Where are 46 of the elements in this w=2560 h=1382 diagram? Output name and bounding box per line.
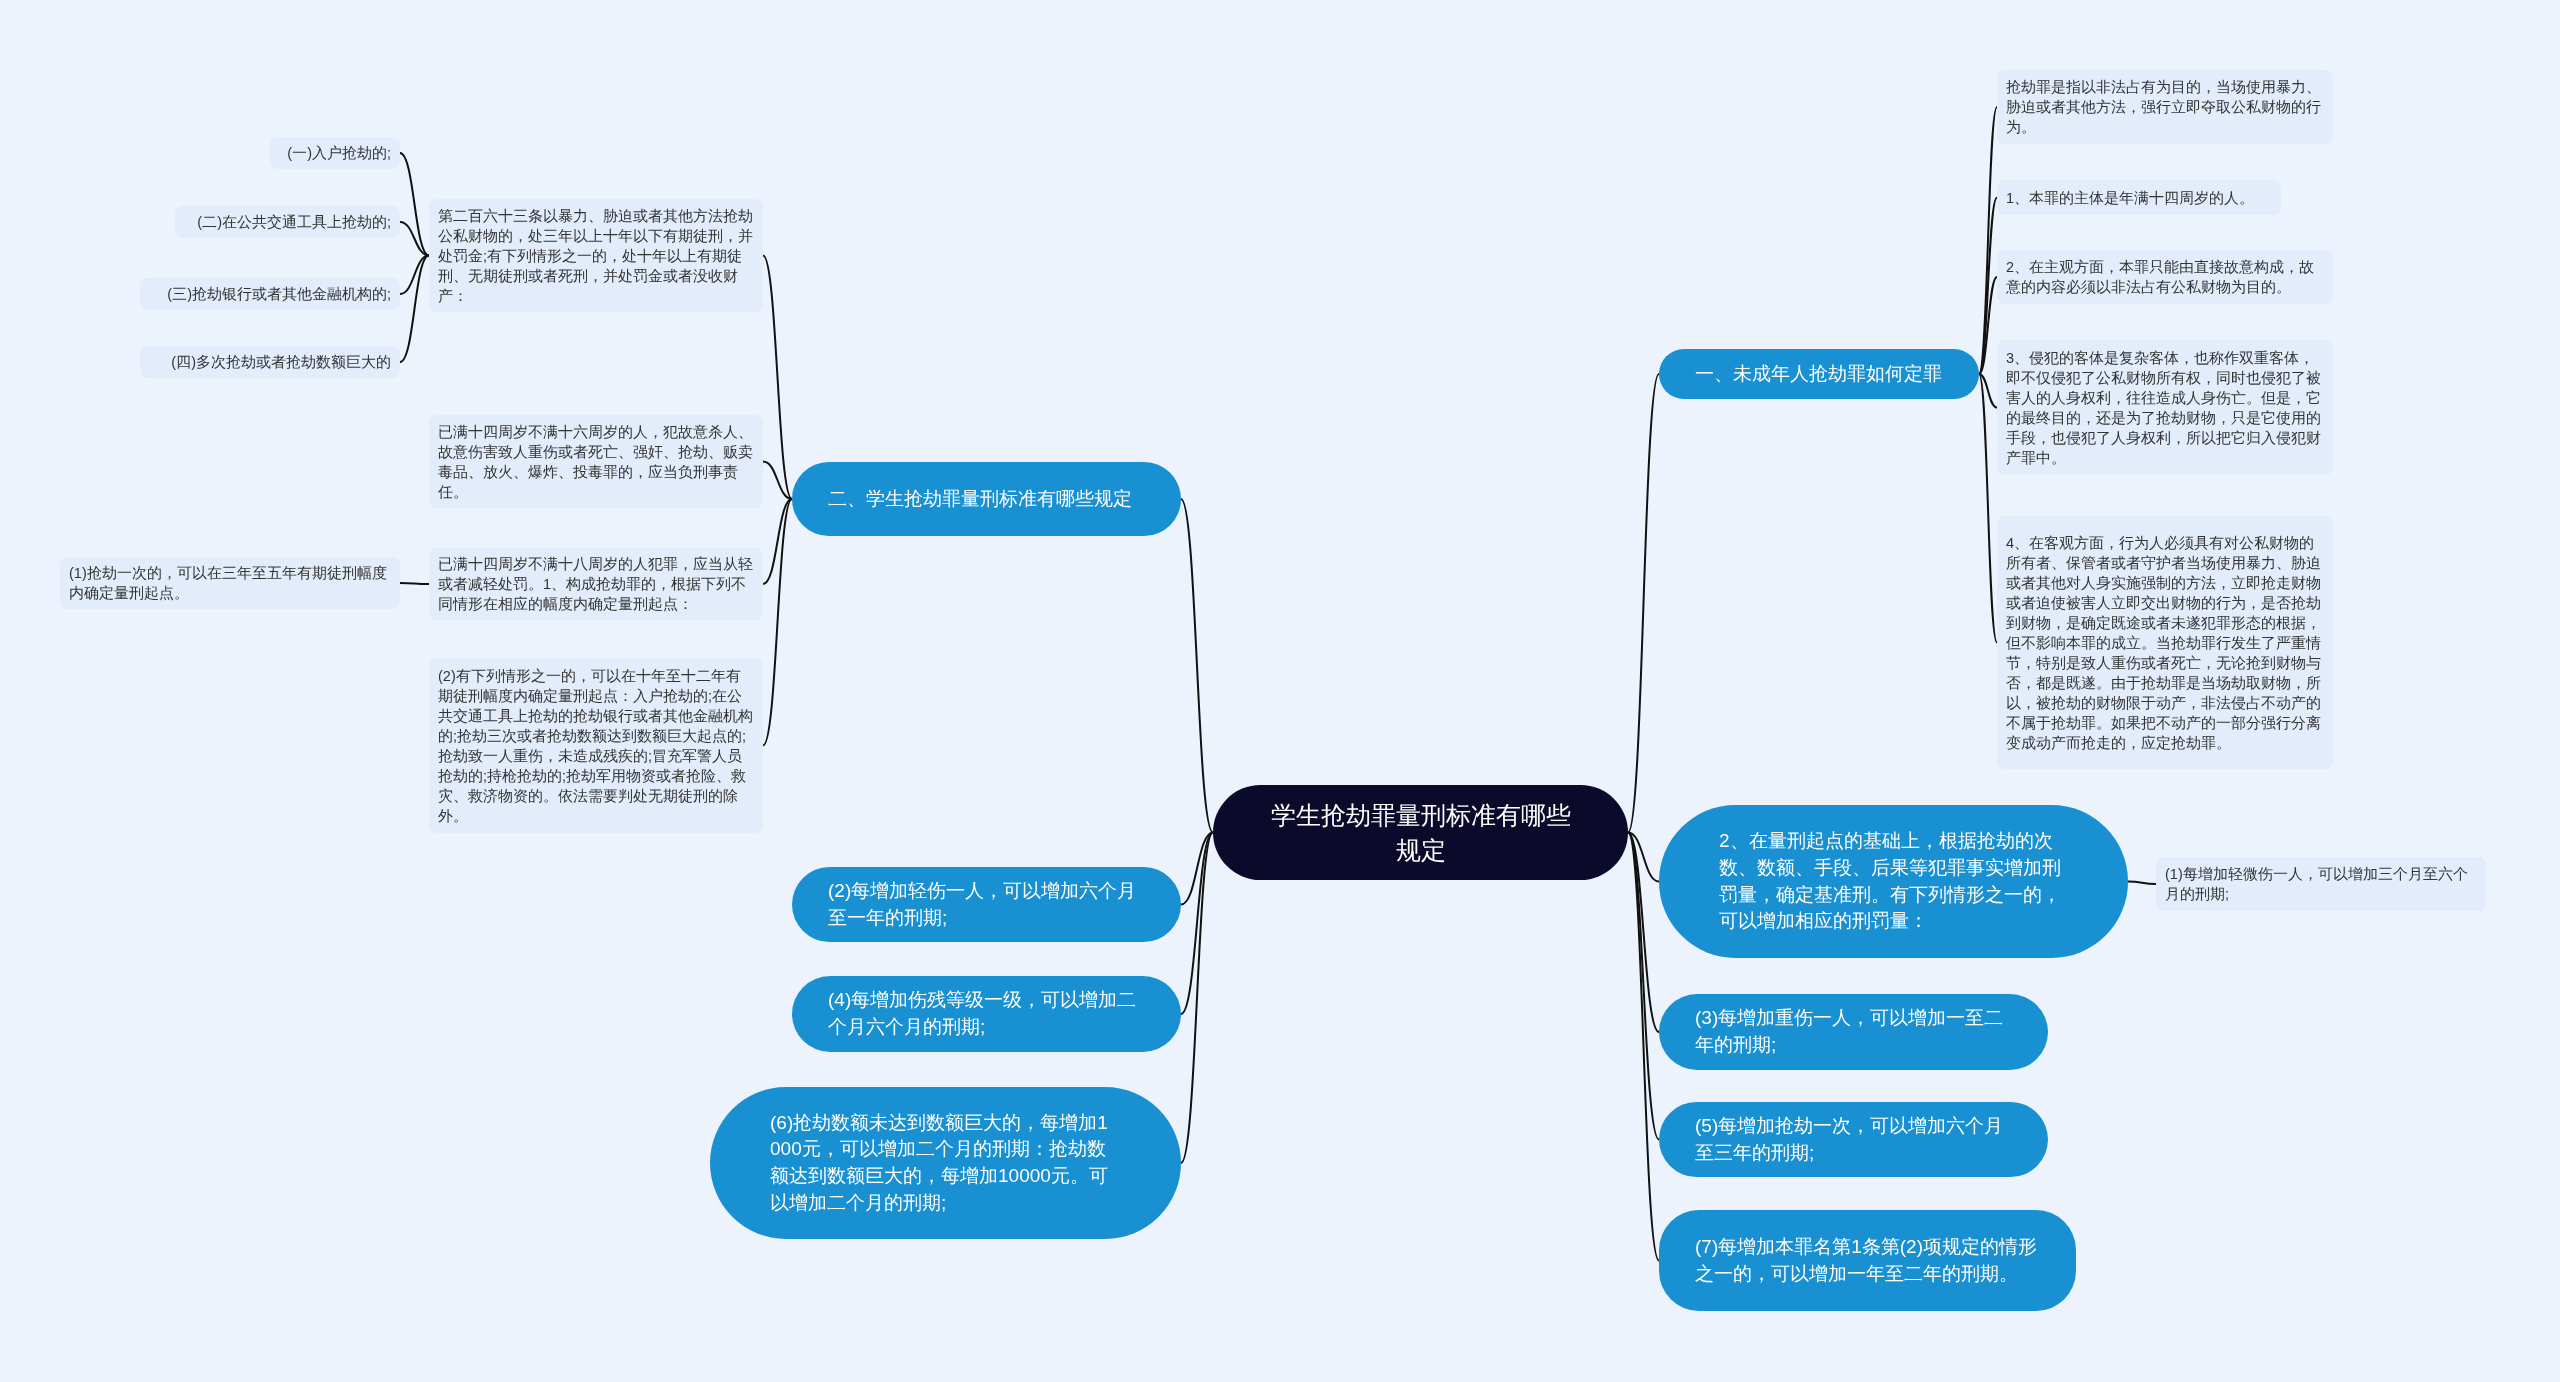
connector-line [399, 254, 430, 363]
note-card: (1)每增加轻微伤一人，可以增加三个月至六个月的刑期; [2156, 857, 2486, 911]
connector-line [1627, 831, 1660, 1141]
connector-line [399, 582, 430, 585]
connector-line [399, 152, 430, 257]
topic-pill: (3)每增加重伤一人，可以增加一至二年的刑期; [1659, 994, 2048, 1070]
connector-line [1180, 831, 1214, 906]
note-card: 抢劫罪是指以非法占有为目的，当场使用暴力、胁迫或者其他方法，强行立即夺取公私财物的行为。 [1997, 70, 2333, 144]
connector-line [1180, 831, 1214, 1015]
note-card: (2)有下列情形之一的，可以在十年至十二年有期徒刑幅度内确定量刑起点：入户抢劫的;在公共交通工具上抢劫的抢劫银行或者其他金融机构的;抢劫三次或者抢劫数额达到数额巨大起点的;抢劫致一人重伤，未造成残疾的;冒充军警人员抢劫的;持枪抢劫的;抢劫军用物资或者抢险、救灾、救济物资的。依法需要判处无期徒刑的除外。 [429, 658, 763, 833]
connector-line [1627, 831, 1660, 1033]
connector-line [1978, 373, 1998, 409]
note-card: 1、本罪的主体是年满十四周岁的人。 [1997, 180, 2281, 215]
topic-pill: (5)每增加抢劫一次，可以增加六个月至三年的刑期; [1659, 1102, 2048, 1177]
connector-line [1180, 831, 1214, 1164]
topic-pill: (6)抢劫数额未达到数额巨大的，每增加1 000元，可以增加二个月的刑期：抢劫数额达到数额巨大的，每增加10000元。可以增加二个月的刑期; [710, 1087, 1181, 1239]
central-topic: 学生抢劫罪量刑标准有哪些规定 [1213, 785, 1628, 880]
connector-line [762, 460, 793, 500]
topic-pill: 二、学生抢劫罪量刑标准有哪些规定 [792, 462, 1181, 536]
topic-pill: (4)每增加伤残等级一级，可以增加二个月六个月的刑期; [792, 976, 1181, 1052]
connector-line [1627, 373, 1660, 834]
topic-pill: (2)每增加轻伤一人，可以增加六个月至一年的刑期; [792, 867, 1181, 942]
topic-pill: 一、未成年人抢劫罪如何定罪 [1659, 349, 1979, 399]
connector-line [1978, 373, 1998, 644]
connector-line [1627, 831, 1660, 883]
connector-line [762, 254, 793, 500]
note-card: 3、侵犯的客体是复杂客体，也称作双重客体，即不仅侵犯了公私财物所有权，同时也侵犯了被害人的人身权利，往往造成人身伤亡。但是，它的最终目的，还是为了抢劫财物，只是它使用的手段，也侵犯了人身权利，所以把它归入侵犯财产罪中。 [1997, 340, 2333, 475]
note-card: (一)入户抢劫的; [270, 137, 400, 169]
connector-line [399, 221, 430, 257]
connector-line [1978, 276, 1998, 375]
connector-line [762, 498, 793, 585]
note-card: (二)在公共交通工具上抢劫的; [175, 206, 400, 238]
topic-pill: (7)每增加本罪名第1条第(2)项规定的情形之一的，可以增加一年至二年的刑期。 [1659, 1210, 2076, 1311]
connector-line [2127, 880, 2157, 885]
note-card: 已满十四周岁不满十八周岁的人犯罪，应当从轻或者减轻处罚。1、构成抢劫罪的，根据下列不同情形在相应的幅度内确定量刑起点： [429, 548, 763, 620]
note-card: (四)多次抢劫或者抢劫数额巨大的 [140, 346, 400, 378]
note-card: 4、在客观方面，行为人必须具有对公私财物的所有者、保管者或者守护者当场使用暴力、胁迫或者其他对人身实施强制的方法，立即抢走财物或者迫使被害人立即交出财物的行为，是否抢劫到财物，是确定既途或者未遂犯罪形态的根据，但不影响本罪的成立。当抢劫罪行发生了严重情节，特别是致人重伤或者死亡，无论抢到财物与否，都是既遂。由于抢劫罪是当场劫取财物，所以，被抢劫的财物限于动产，非法侵占不动产的不属于抢劫罪。如果把不动产的一部分强行分离变成动产而抢走的，应定抢劫罪。 [1997, 516, 2333, 769]
note-card: (1)抢劫一次的，可以在三年至五年有期徒刑幅度内确定量刑起点。 [60, 557, 400, 609]
note-card: 第二百六十三条以暴力、胁迫或者其他方法抢劫公私财物的，处三年以上十年以下有期徒刑，并处罚金;有下列情形之一的，处十年以上有期徒刑、无期徒刑或者死刑，并处罚金或者没收财产： [429, 199, 763, 312]
connector-line [762, 498, 793, 747]
note-card: 2、在主观方面，本罪只能由直接故意构成，故意的内容必须以非法占有公私财物为目的。 [1997, 250, 2333, 304]
connector-line [1627, 831, 1660, 1262]
note-card: 已满十四周岁不满十六周岁的人，犯故意杀人、故意伤害致人重伤或者死亡、强奸、抢劫、贩卖毒品、放火、爆炸、投毒罪的，应当负刑事责任。 [429, 415, 763, 508]
topic-pill: 2、在量刑起点的基础上，根据抢劫的次数、数额、手段、后果等犯罪事实增加刑罚量，确定基准刑。有下列情形之一的，可以增加相应的刑罚量： [1659, 805, 2128, 958]
note-card: (三)抢劫银行或者其他金融机构的; [140, 278, 400, 310]
connector-line [1180, 498, 1214, 834]
